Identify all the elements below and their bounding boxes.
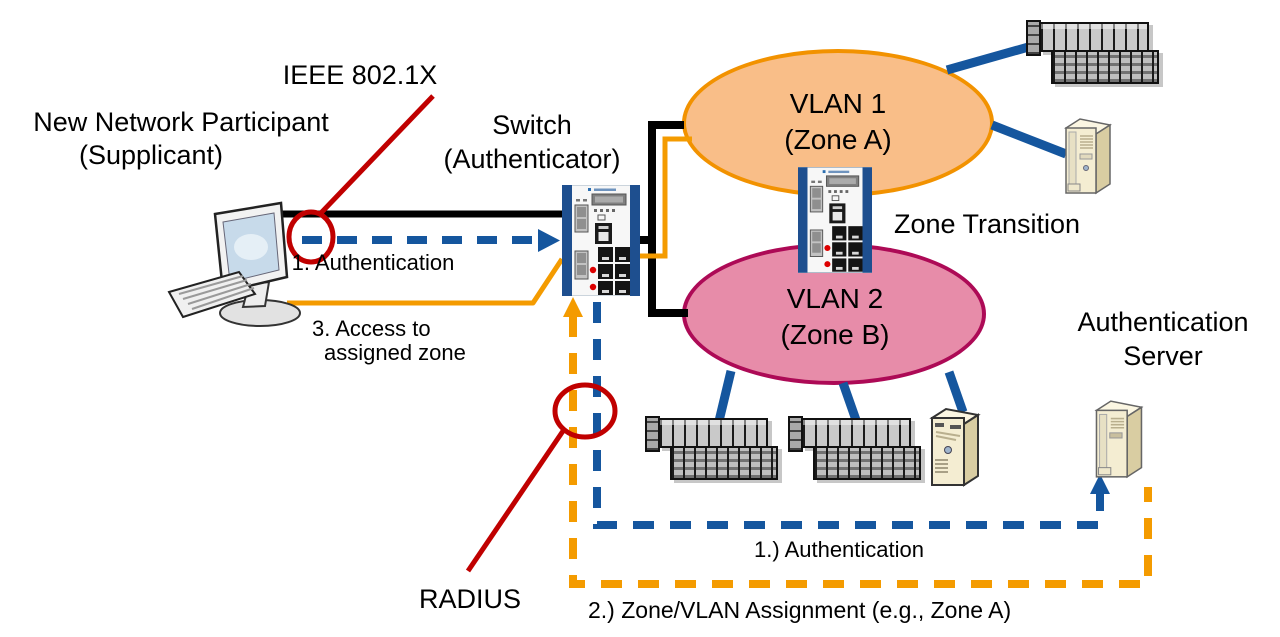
arrowhead-zone-assignment-up (563, 297, 583, 317)
plc-rack-icon-vlan2-b (788, 416, 921, 482)
flow-zone-assignment-dashed (569, 316, 1152, 588)
auth-server-label-line1: Authentication (1077, 307, 1249, 337)
link-access-assigned-zone-orange-left (287, 257, 565, 306)
link-vlan1-plc (945, 41, 1034, 75)
vlan2-label-line1: VLAN 2 (786, 283, 884, 314)
desktop-computer-icon (167, 201, 301, 327)
step3-access-label: 3. Access to assigned zone (312, 317, 466, 365)
link-access-assigned-zone-orange-right (640, 136, 692, 259)
flow-authentication-to-server-dashed (593, 302, 1104, 529)
annotation-line-ieee8021x (318, 94, 435, 216)
zone-transition-label: Zone Transition (893, 209, 1081, 239)
vlan1-label: VLAN 1 (Zone A) (784, 86, 891, 158)
step1-authentication-bottom-label: 1.) Authentication (753, 537, 925, 562)
switch-label-line1: Switch (492, 110, 572, 140)
server-tower-icon-vlan1 (1064, 118, 1112, 195)
auth-server-label: Authentication Server (1077, 305, 1248, 373)
participant-label-line2: (Supplicant) (78, 140, 224, 170)
step1-authentication-label: 1. Authentication (291, 250, 455, 275)
step3-access-line1: 3. Access to (312, 316, 431, 341)
link-vlan2-server (944, 370, 968, 414)
annotation-circle-radius (552, 382, 618, 440)
authenticator-switch-icon (562, 185, 640, 296)
plc-rack-icon-vlan2-a (645, 416, 778, 482)
authentication-server-icon (1094, 400, 1144, 479)
ieee-8021x-label: IEEE 802.1X (282, 60, 438, 90)
link-vlan1-server (990, 120, 1068, 159)
link-switch-to-vlans-black (640, 121, 688, 317)
vlan1-label-line1: VLAN 1 (789, 88, 887, 119)
arrowhead-authentication-right (538, 229, 560, 252)
participant-label-line1: New Network Participant (33, 107, 329, 137)
step2-zone-assignment-label: 2.) Zone/VLAN Assignment (e.g., Zone A) (588, 597, 1012, 623)
zone-transition-switch-icon (798, 167, 872, 273)
vlan2-label: VLAN 2 (Zone B) (781, 281, 890, 353)
link-vlan2-plc2 (838, 381, 861, 422)
step3-access-line2: assigned zone (324, 340, 466, 365)
vlan2-label-line2: (Zone B) (780, 319, 890, 350)
radius-label: RADIUS (418, 584, 522, 614)
link-vlan2-plc1 (714, 369, 736, 423)
plc-rack-icon-vlan1 (1026, 20, 1159, 86)
switch-label-line2: (Authenticator) (443, 144, 621, 174)
annotation-line-radius (465, 429, 566, 573)
annotation-circle-ieee8021x (286, 209, 336, 265)
vlan1-label-line2: (Zone A) (784, 124, 892, 155)
server-tower-icon-vlan2 (929, 407, 981, 487)
switch-label: Switch (Authenticator) (443, 108, 620, 176)
arrowhead-to-auth-server-up (1090, 474, 1110, 494)
auth-server-label-line2: Server (1123, 341, 1203, 371)
